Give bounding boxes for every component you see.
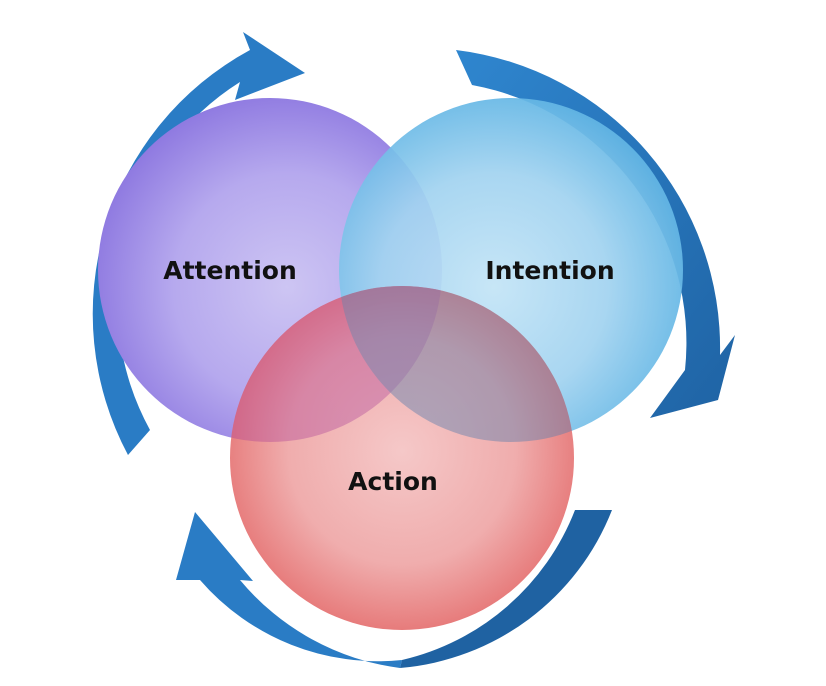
arrow-top-left-icon	[92, 32, 305, 455]
venn-circles	[98, 98, 683, 630]
action-label: Action	[348, 467, 438, 496]
action-circle	[230, 286, 574, 630]
intention-action-overlap	[339, 286, 574, 442]
arrow-bottom-left-icon	[176, 512, 402, 668]
attention-label: Attention	[163, 256, 297, 285]
arrow-bottom-right-icon	[400, 510, 612, 668]
attention-action-overlap	[230, 286, 442, 442]
intention-label: Intention	[485, 256, 614, 285]
